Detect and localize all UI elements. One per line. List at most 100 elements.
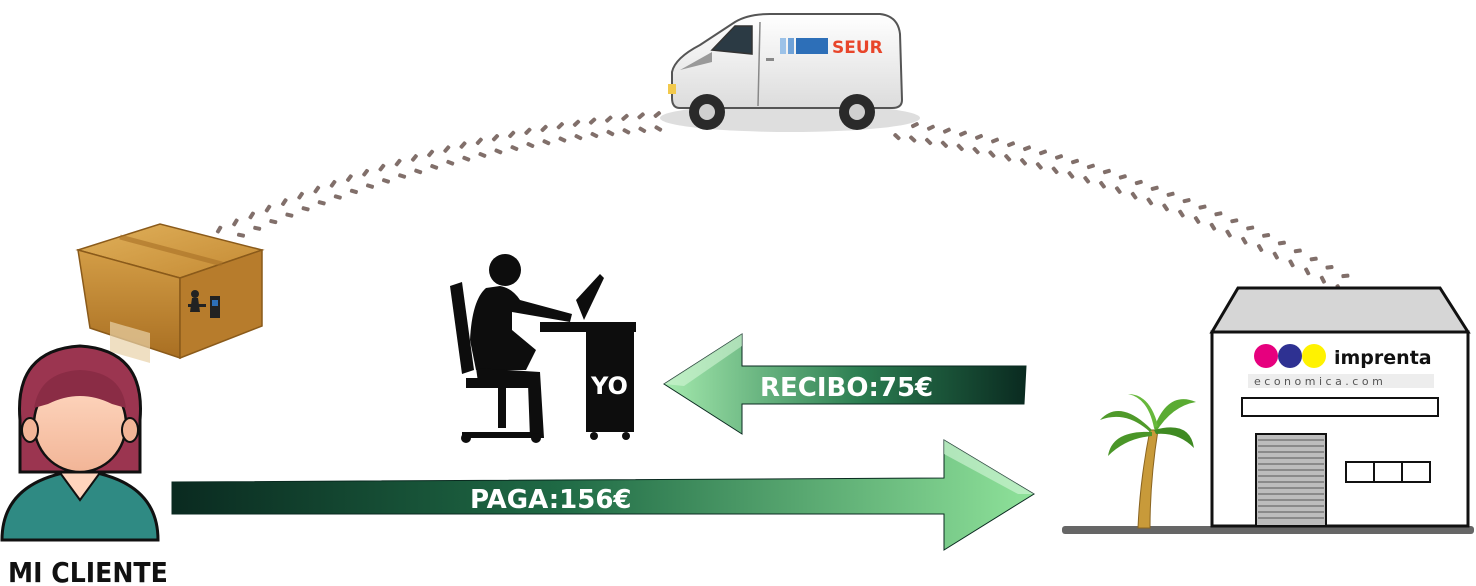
tire-track-mark bbox=[542, 139, 551, 146]
tire-track-mark bbox=[297, 191, 304, 200]
tire-track-mark bbox=[940, 140, 949, 148]
tire-track-mark bbox=[1198, 204, 1207, 210]
tire-track-mark bbox=[926, 124, 935, 131]
tire-track-mark bbox=[1051, 166, 1059, 175]
ground-line bbox=[1062, 526, 1474, 534]
tire-track-mark bbox=[959, 130, 967, 137]
tire-track-mark bbox=[430, 164, 439, 170]
tire-track-mark bbox=[443, 145, 451, 153]
printer-logo: imprenta economica.com bbox=[1248, 344, 1434, 388]
tire-track-mark bbox=[1256, 244, 1264, 252]
tire-track-mark bbox=[975, 133, 983, 140]
tire-track-mark bbox=[540, 124, 548, 133]
receive-arrow: RECIBO:75€ bbox=[663, 333, 1027, 435]
tire-track-mark bbox=[1341, 273, 1350, 279]
tire-track-mark bbox=[588, 117, 597, 125]
tire-track-mark bbox=[381, 178, 391, 184]
tire-track-mark bbox=[637, 112, 645, 120]
tire-track-mark bbox=[446, 159, 455, 166]
tire-track-mark bbox=[427, 149, 435, 158]
tire-track-mark bbox=[893, 133, 901, 141]
tire-track-mark bbox=[346, 174, 353, 182]
tire-track-mark bbox=[572, 119, 581, 127]
tire-track-mark bbox=[362, 168, 370, 177]
tire-track-mark bbox=[1118, 174, 1127, 180]
tire-track-mark bbox=[459, 141, 467, 149]
tire-track-mark bbox=[281, 198, 288, 206]
tire-track-mark bbox=[1293, 248, 1302, 254]
tire-track-mark bbox=[398, 173, 407, 179]
tire-track-mark bbox=[1288, 259, 1295, 268]
tire-track-mark bbox=[1130, 191, 1138, 200]
tire-track-mark bbox=[1004, 154, 1012, 162]
tire-track-mark bbox=[1262, 232, 1271, 238]
tire-track-mark bbox=[475, 137, 483, 145]
delivery-van: SEUR bbox=[660, 13, 920, 132]
tire-track-mark bbox=[622, 128, 631, 135]
tire-track-mark bbox=[1230, 218, 1239, 224]
tire-track-arc bbox=[215, 111, 1350, 293]
tire-track-mark bbox=[1225, 229, 1232, 238]
tire-track-mark bbox=[1102, 168, 1111, 175]
tire-track-mark bbox=[1086, 163, 1095, 170]
tire-track-mark bbox=[1035, 162, 1043, 170]
printer-building: imprenta economica.com bbox=[1209, 286, 1471, 528]
tire-track-mark bbox=[349, 188, 358, 195]
client-avatar bbox=[0, 344, 160, 542]
tire-track-mark bbox=[1319, 275, 1326, 284]
tire-track-mark bbox=[574, 134, 583, 141]
tire-track-mark bbox=[1067, 171, 1075, 179]
receive-arrow-label: RECIBO:75€ bbox=[760, 373, 933, 403]
tire-track-mark bbox=[524, 127, 532, 135]
tire-track-mark bbox=[638, 126, 647, 133]
tire-track-mark bbox=[910, 122, 919, 129]
tire-track-mark bbox=[942, 127, 951, 134]
tire-track-mark bbox=[1214, 211, 1223, 217]
tire-track-mark bbox=[1162, 203, 1169, 212]
tire-track-mark bbox=[1241, 236, 1248, 245]
tire-track-mark bbox=[253, 225, 262, 231]
tire-track-mark bbox=[924, 137, 933, 146]
tire-track-mark bbox=[1070, 158, 1080, 165]
tire-track-mark bbox=[606, 129, 615, 137]
tire-track-mark bbox=[1166, 191, 1175, 197]
tire-track-mark bbox=[491, 134, 500, 142]
tire-track-mark bbox=[1099, 180, 1106, 189]
tire-track-mark bbox=[988, 150, 996, 158]
tire-track-mark bbox=[414, 168, 423, 175]
tire-track-mark bbox=[1146, 197, 1154, 206]
tire-track-mark bbox=[1304, 267, 1311, 276]
tire-track-mark bbox=[556, 122, 564, 130]
tire-track-mark bbox=[215, 225, 223, 234]
tire-track-mark bbox=[605, 115, 613, 123]
tire-track-mark bbox=[232, 218, 239, 227]
me-at-computer bbox=[450, 254, 636, 443]
tire-track-mark bbox=[248, 211, 255, 220]
tire-track-mark bbox=[264, 204, 272, 213]
tire-track-mark bbox=[1309, 256, 1318, 262]
seur-logo: SEUR bbox=[780, 38, 883, 58]
tire-track-mark bbox=[365, 183, 375, 189]
tire-track-mark bbox=[653, 111, 662, 118]
tire-track-mark bbox=[956, 143, 964, 152]
tire-track-mark bbox=[285, 212, 294, 218]
tire-track-mark bbox=[301, 206, 310, 212]
tire-track-mark bbox=[1178, 209, 1185, 218]
tire-track-mark bbox=[654, 125, 663, 132]
tire-track-mark bbox=[909, 135, 917, 143]
tire-track-mark bbox=[313, 185, 321, 194]
garage-shutter bbox=[1258, 439, 1324, 519]
van-brand: SEUR bbox=[832, 38, 883, 58]
pay-arrow: PAGA:156€ bbox=[171, 439, 1035, 551]
tire-track-mark bbox=[269, 219, 278, 225]
tire-track-mark bbox=[1150, 185, 1159, 191]
tire-track-mark bbox=[1054, 154, 1064, 160]
tire-track-mark bbox=[972, 146, 980, 155]
tire-track-mark bbox=[494, 148, 503, 155]
tire-track-mark bbox=[236, 232, 246, 238]
tire-track-mark bbox=[410, 154, 418, 162]
tire-track-mark bbox=[329, 179, 337, 188]
client-label: MI CLIENTE bbox=[8, 556, 168, 586]
tire-track-mark bbox=[478, 151, 487, 158]
me-label: YO bbox=[590, 372, 628, 400]
